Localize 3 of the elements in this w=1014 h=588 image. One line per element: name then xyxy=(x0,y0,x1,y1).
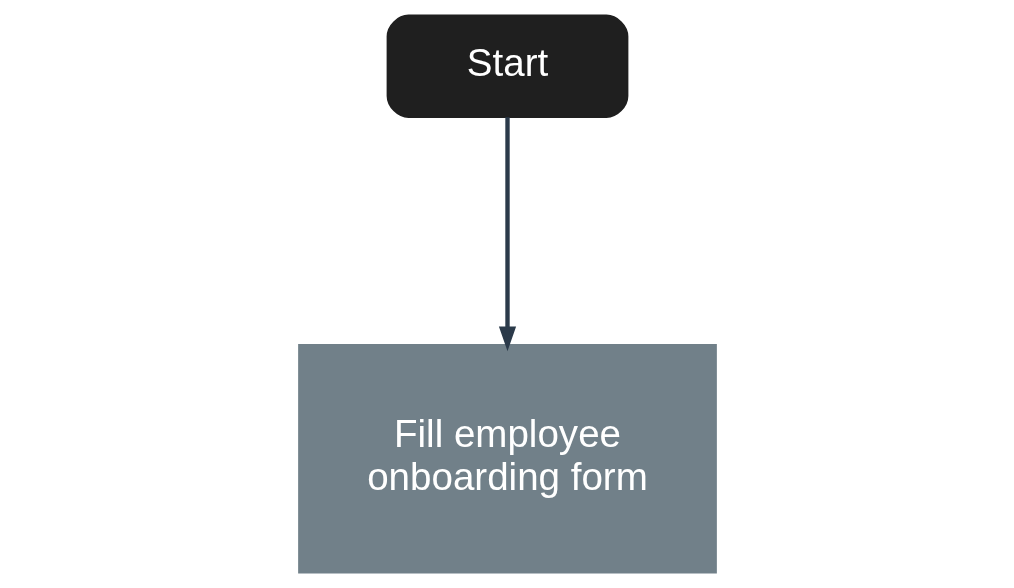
node-box: Fill employee onboarding form xyxy=(297,343,717,574)
node-box: Start xyxy=(386,14,628,118)
arrow xyxy=(498,117,516,352)
